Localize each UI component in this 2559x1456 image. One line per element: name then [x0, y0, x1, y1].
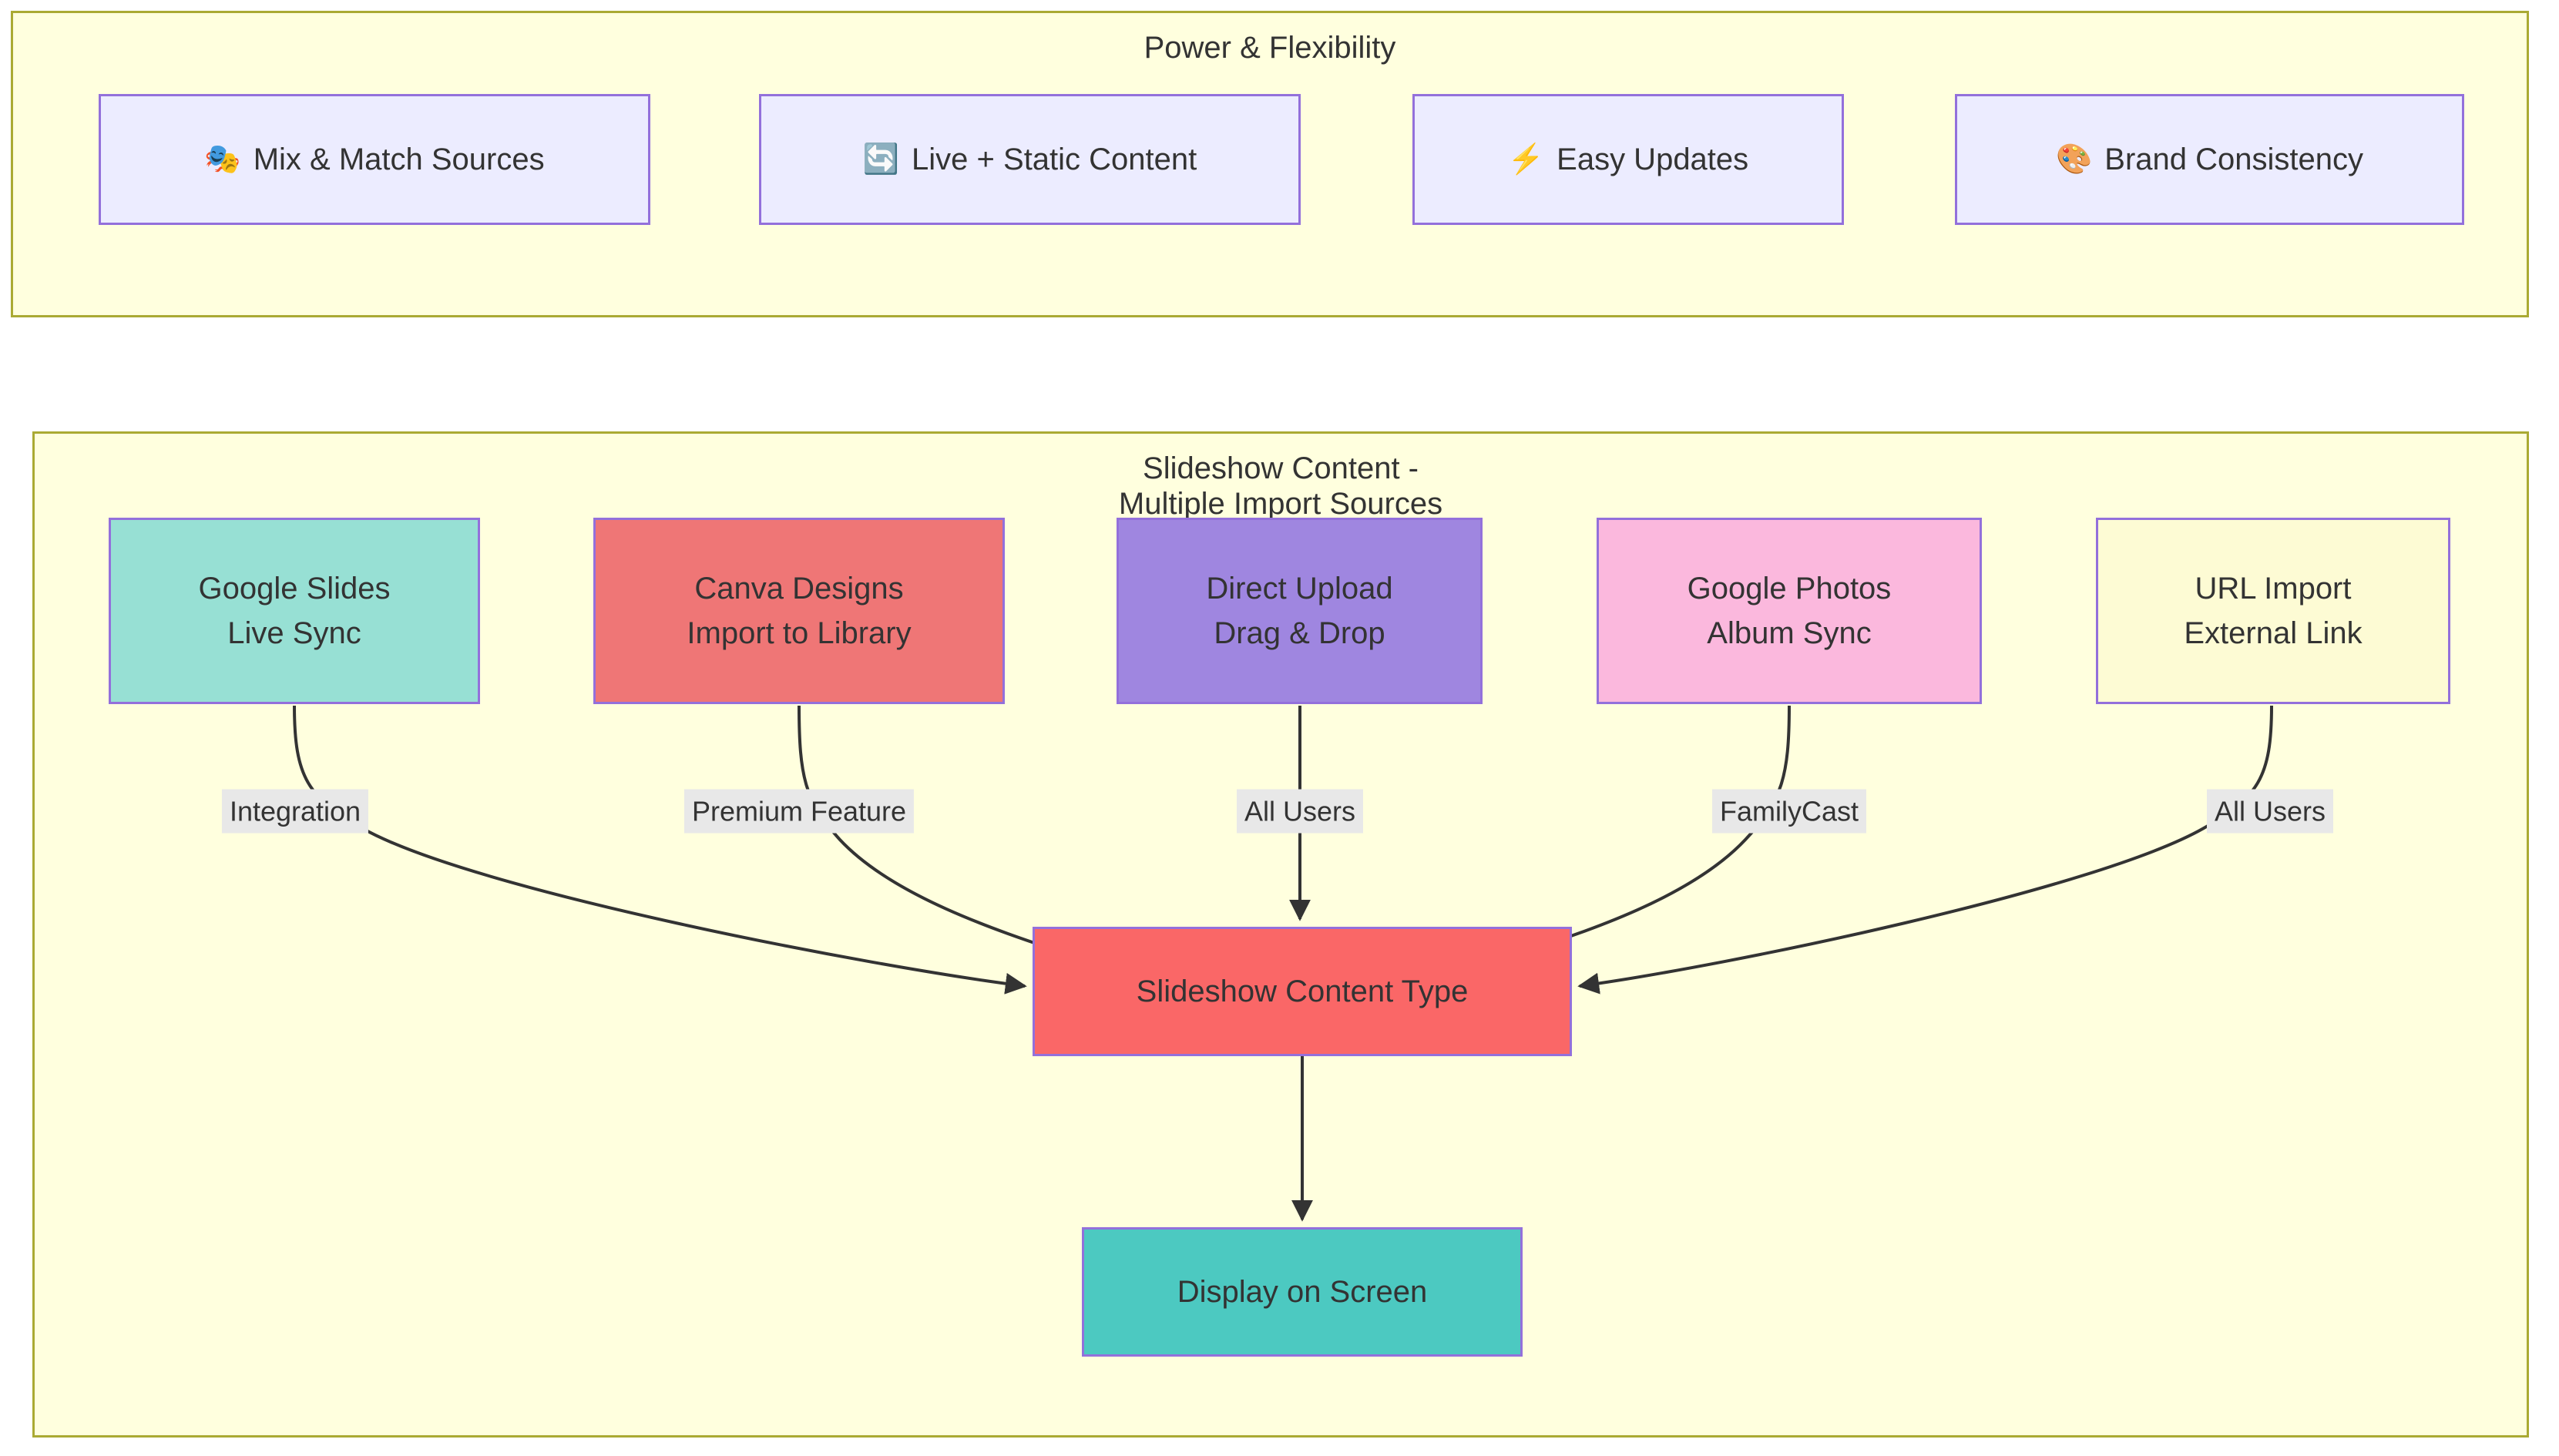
node-label-line: Direct Upload	[1206, 572, 1393, 606]
edge-label-integration: Integration	[221, 789, 369, 834]
node-label-line: External Link	[2184, 616, 2363, 650]
node-label-line: Display on Screen	[1177, 1275, 1428, 1309]
node-label-line: URL Import	[2195, 572, 2352, 606]
edge-label-familycast: FamilyCast	[1711, 789, 1867, 834]
performing-arts-icon: 🎭	[204, 143, 241, 176]
artist-palette-icon: 🎨	[2055, 143, 2093, 176]
node-label-line: Album Sync	[1707, 616, 1872, 650]
node-label-line: Canva Designs	[694, 572, 904, 606]
high-voltage-icon: ⚡	[1507, 143, 1545, 176]
node-slideshow-content-type[interactable]: Slideshow Content Type	[1033, 927, 1572, 1056]
feature-card-label: Live + Static Content	[912, 142, 1197, 176]
node-display-on-screen[interactable]: Display on Screen	[1082, 1227, 1523, 1357]
feature-card[interactable]: ⚡ Easy Updates	[1412, 94, 1844, 225]
edge-label-all-users-upload: All Users	[1236, 789, 1364, 834]
features-subgraph-title: Power & Flexibility	[1143, 31, 1396, 65]
feature-card[interactable]: 🔄 Live + Static Content	[759, 94, 1301, 225]
node-label-line: Import to Library	[687, 616, 912, 650]
feature-card-label: Brand Consistency	[2104, 142, 2364, 176]
feature-card-label: Mix & Match Sources	[253, 142, 545, 176]
flow-subgraph-title: Slideshow Content - Multiple Import Sour…	[1118, 451, 1443, 521]
edge-label-all-users-url: All Users	[2206, 789, 2334, 834]
node-label-line: Google Slides	[198, 572, 391, 606]
edge-label-premium-feature: Premium Feature	[683, 789, 915, 834]
feature-card-label: Easy Updates	[1557, 142, 1749, 176]
node-label-line: Google Photos	[1687, 572, 1892, 606]
node-label-line: Drag & Drop	[1214, 616, 1385, 650]
feature-card[interactable]: 🎨 Brand Consistency	[1955, 94, 2464, 225]
feature-card[interactable]: 🎭 Mix & Match Sources	[99, 94, 650, 225]
node-label-line: Live Sync	[227, 616, 361, 650]
node-label-line: Slideshow Content Type	[1136, 975, 1469, 1008]
counterclockwise-arrows-icon: 🔄	[862, 143, 900, 176]
